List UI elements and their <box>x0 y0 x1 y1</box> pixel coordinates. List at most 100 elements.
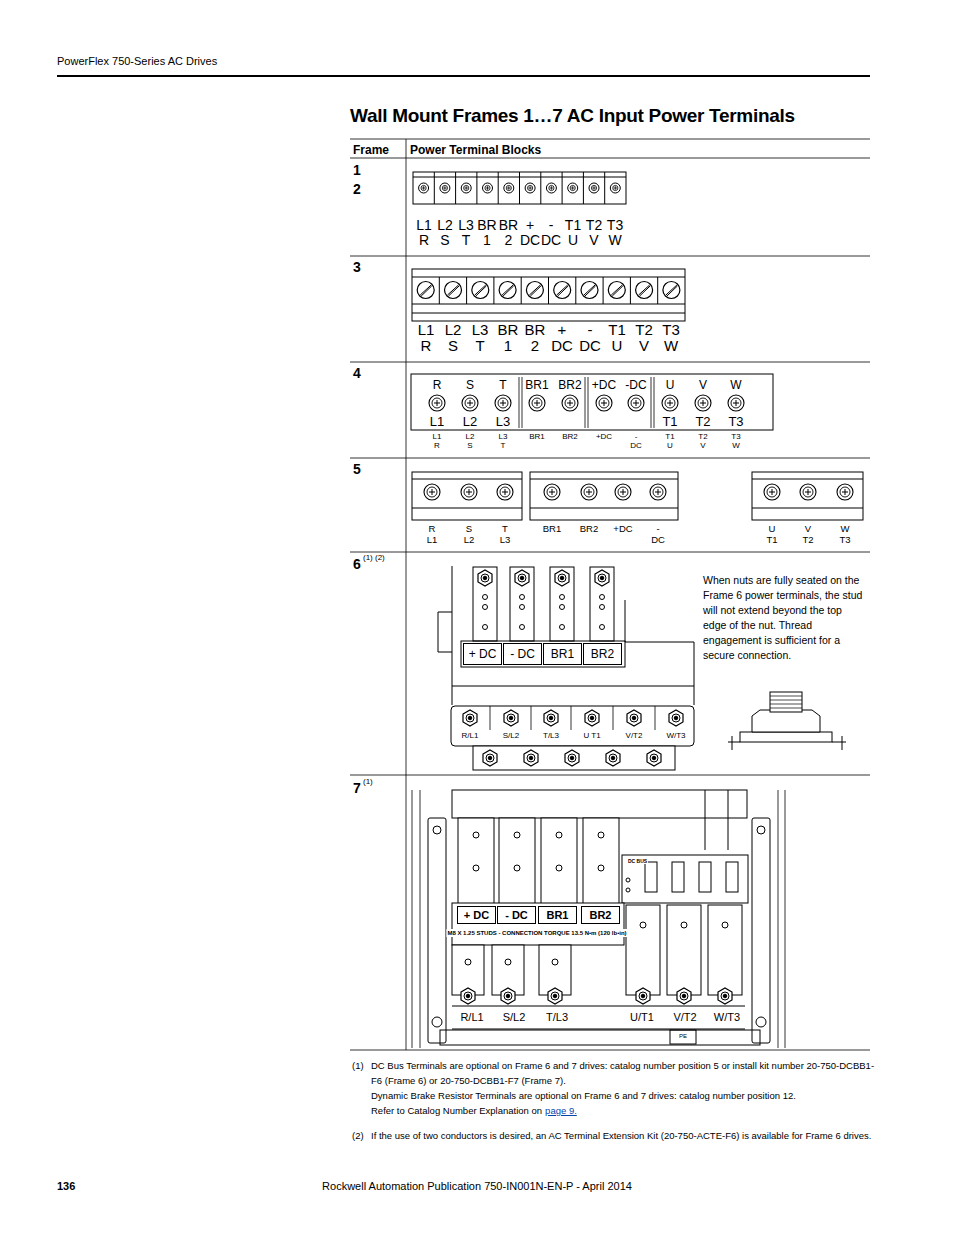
terminal-label-box: + DC <box>463 643 502 665</box>
terminal-label: T1 U <box>665 432 674 450</box>
terminal-label: + DC <box>551 322 573 354</box>
terminal-label: S/L2 <box>502 1011 527 1024</box>
footnote-ref: (2) <box>352 1128 364 1143</box>
terminal-label: BR1 <box>551 647 574 661</box>
terminal-label: +DC <box>592 378 616 393</box>
terminal-label: U/T1 <box>629 1011 655 1024</box>
terminal-label: T1 <box>662 414 677 430</box>
terminal-label: T2 V <box>698 432 707 450</box>
terminal-label: - DC <box>579 322 601 354</box>
terminal-label: V/T2 <box>625 731 644 741</box>
terminal-label-box: BR2 <box>583 643 622 665</box>
table-header: Power Terminal Blocks <box>410 143 541 158</box>
terminal-label: W/T3 <box>713 1011 741 1024</box>
footnote: Refer to Catalog Number Explanation on <box>371 1103 542 1118</box>
terminal-label: T2 <box>695 414 710 430</box>
footnote-ref: (1) <box>363 777 373 787</box>
terminal-label: T L3 <box>500 523 511 545</box>
nut-seating-detail <box>728 692 846 750</box>
terminal-label: S <box>466 378 474 393</box>
terminal-label: BR 1 <box>498 322 519 354</box>
footnote-ref: (1) (2) <box>363 553 385 563</box>
terminal-label: BR2 <box>558 378 581 393</box>
terminal-label: T3 W <box>607 218 623 248</box>
terminal-label: T1 U <box>608 322 626 354</box>
terminal-label: V T2 <box>802 523 813 545</box>
terminal-label: R/L1 <box>459 1011 484 1024</box>
note: When nuts are fully seated on the Frame … <box>703 573 868 663</box>
frame-number: 3 <box>353 258 361 276</box>
page-link: page 9. <box>545 1103 577 1118</box>
terminal-label: V/T2 <box>672 1011 697 1024</box>
terminal-label: + DC <box>520 218 540 248</box>
terminal-label: U <box>666 378 675 393</box>
terminal-label: L1 R <box>433 432 442 450</box>
terminal-label: R L1 <box>427 523 438 545</box>
terminal-label: - DC <box>505 909 528 921</box>
page-number: 136 <box>57 1179 75 1193</box>
terminal-label: L3 T <box>458 218 474 248</box>
terminal-label: T2 V <box>586 218 602 248</box>
frame-number: 2 <box>353 180 361 198</box>
terminal-label: R/L1 <box>461 731 480 741</box>
terminal-label: BR 1 <box>477 218 496 248</box>
terminal-label: L2 <box>463 414 477 430</box>
terminal-label-box: BR1 <box>538 906 577 924</box>
terminal-label-box: BR1 <box>543 643 582 665</box>
terminal-label: BR1 <box>529 432 545 441</box>
terminal-label: L3 T <box>499 432 508 450</box>
frame-number: 6 <box>353 555 361 573</box>
frame6-terminals <box>438 566 694 770</box>
terminal-label: V <box>699 378 707 393</box>
terminal-label: -DC <box>630 432 642 450</box>
terminal-label: BR2 <box>562 432 578 441</box>
terminal-label: BR 2 <box>525 322 546 354</box>
frame3-terminal-block <box>412 269 685 321</box>
terminal-label: U T1 <box>582 731 601 741</box>
publication-footer: Rockwell Automation Publication 750-IN00… <box>322 1179 632 1193</box>
frame12-terminal-block <box>413 172 626 204</box>
terminal-label: +DC <box>613 523 632 534</box>
frame-number: 5 <box>353 460 361 478</box>
terminal-label: BR 2 <box>499 218 518 248</box>
terminal-label: BR2 <box>589 909 611 921</box>
terminal-label: W T3 <box>839 523 850 545</box>
terminal-label-box: BR2 <box>581 906 620 924</box>
terminal-label: T/L3 <box>542 731 560 741</box>
footnote: DC Bus Terminals are optional on Frame 6… <box>371 1058 881 1088</box>
page-title: Wall Mount Frames 1…7 AC Input Power Ter… <box>350 104 795 128</box>
terminal-label: T3 W <box>662 322 680 354</box>
terminal-label: BR1 <box>525 378 548 393</box>
terminal-label: T1 U <box>565 218 581 248</box>
terminal-label: R <box>433 378 442 393</box>
terminal-label: L2 S <box>466 432 475 450</box>
frame5-terminal-blocks <box>412 472 863 520</box>
terminal-label: W/T3 <box>665 731 686 741</box>
terminal-label-box: - DC <box>497 906 536 924</box>
terminal-label: - DC <box>510 647 535 661</box>
terminal-label: -DC <box>625 378 646 393</box>
frame4-terminal-block <box>411 374 773 430</box>
footnote: If the use of two conductors is desired,… <box>371 1128 881 1143</box>
terminal-label-box: - DC <box>503 643 542 665</box>
terminal-label: T3 W <box>731 432 740 450</box>
terminal-label: BR2 <box>591 647 614 661</box>
terminal-label: BR1 <box>546 909 568 921</box>
terminal-label: L2 S <box>437 218 453 248</box>
terminal-label: BR2 <box>580 523 598 534</box>
terminal-label: + DC <box>469 647 497 661</box>
terminal-label: L1 R <box>418 322 435 354</box>
terminal-label: S L2 <box>464 523 475 545</box>
terminal-label: -DC <box>651 523 665 545</box>
terminal-label: S/L2 <box>502 731 520 741</box>
terminal-label: L2 S <box>445 322 462 354</box>
board-label: DC BUS <box>627 858 648 864</box>
table-header: Frame <box>353 143 389 158</box>
terminal-label: PE <box>678 1032 688 1040</box>
frame7-terminals <box>412 790 785 1048</box>
terminal-label: +DC <box>596 432 612 441</box>
terminal-label: T3 <box>728 414 743 430</box>
terminal-label: L1 R <box>416 218 432 248</box>
terminal-label: + DC <box>464 909 489 921</box>
terminal-label: L3 T <box>472 322 489 354</box>
